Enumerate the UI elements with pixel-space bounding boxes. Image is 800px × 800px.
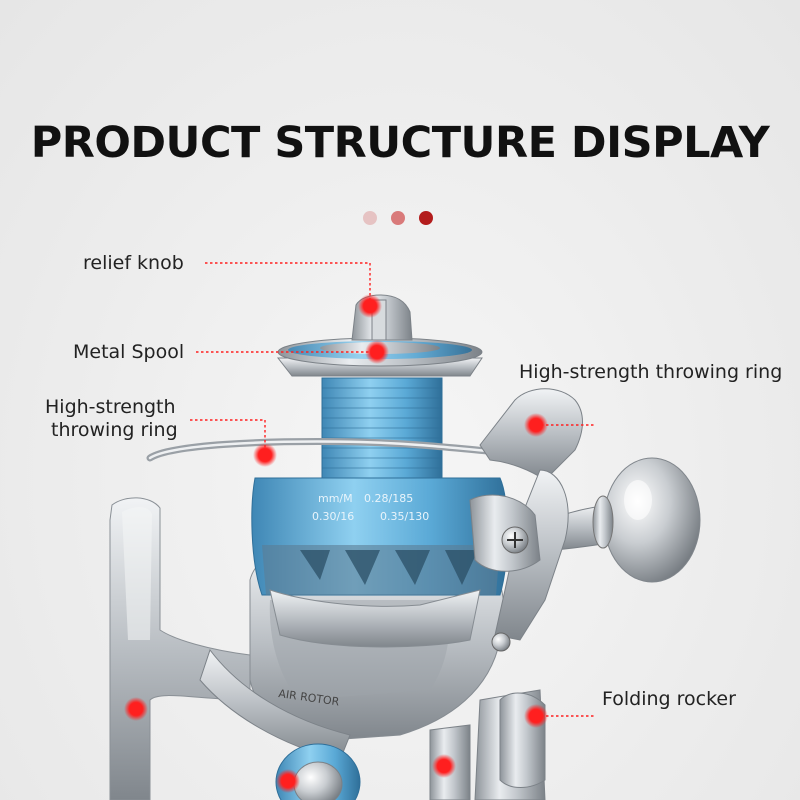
spool-print-row2b: 0.35/130 (380, 510, 429, 523)
page-title: PRODUCT STRUCTURE DISPLAY (30, 118, 770, 168)
leader-relief-knob (205, 262, 371, 306)
rod-foot (109, 497, 251, 800)
label-relief-knob: relief knob (83, 252, 184, 274)
label-folding-rocker: Folding rocker (602, 688, 736, 710)
dot-dark (419, 211, 433, 225)
spool-print-header: mm/M (318, 492, 353, 505)
leader-throwing-ring-left (190, 419, 266, 455)
callout-markers (124, 294, 548, 793)
dot-light (363, 211, 377, 225)
label-metal-spool: Metal Spool (73, 341, 185, 363)
dot-medium (391, 211, 405, 225)
spool-print-row2a: 0.30/16 (312, 510, 354, 523)
spool-print-row1: 0.28/185 (364, 492, 413, 505)
label-throwing-ring-left-line1: High-strength (45, 396, 176, 418)
handle-assembly (547, 457, 701, 583)
spool-core (321, 377, 443, 479)
bail-wire (146, 438, 504, 462)
rotor-cage: mm/M 0.28/185 0.30/16 0.35/130 (251, 477, 508, 648)
decorative-dots (363, 211, 433, 225)
label-throwing-ring-right: High-strength throwing ring (519, 361, 783, 383)
label-throwing-ring-left-line2: throwing ring (51, 419, 178, 441)
